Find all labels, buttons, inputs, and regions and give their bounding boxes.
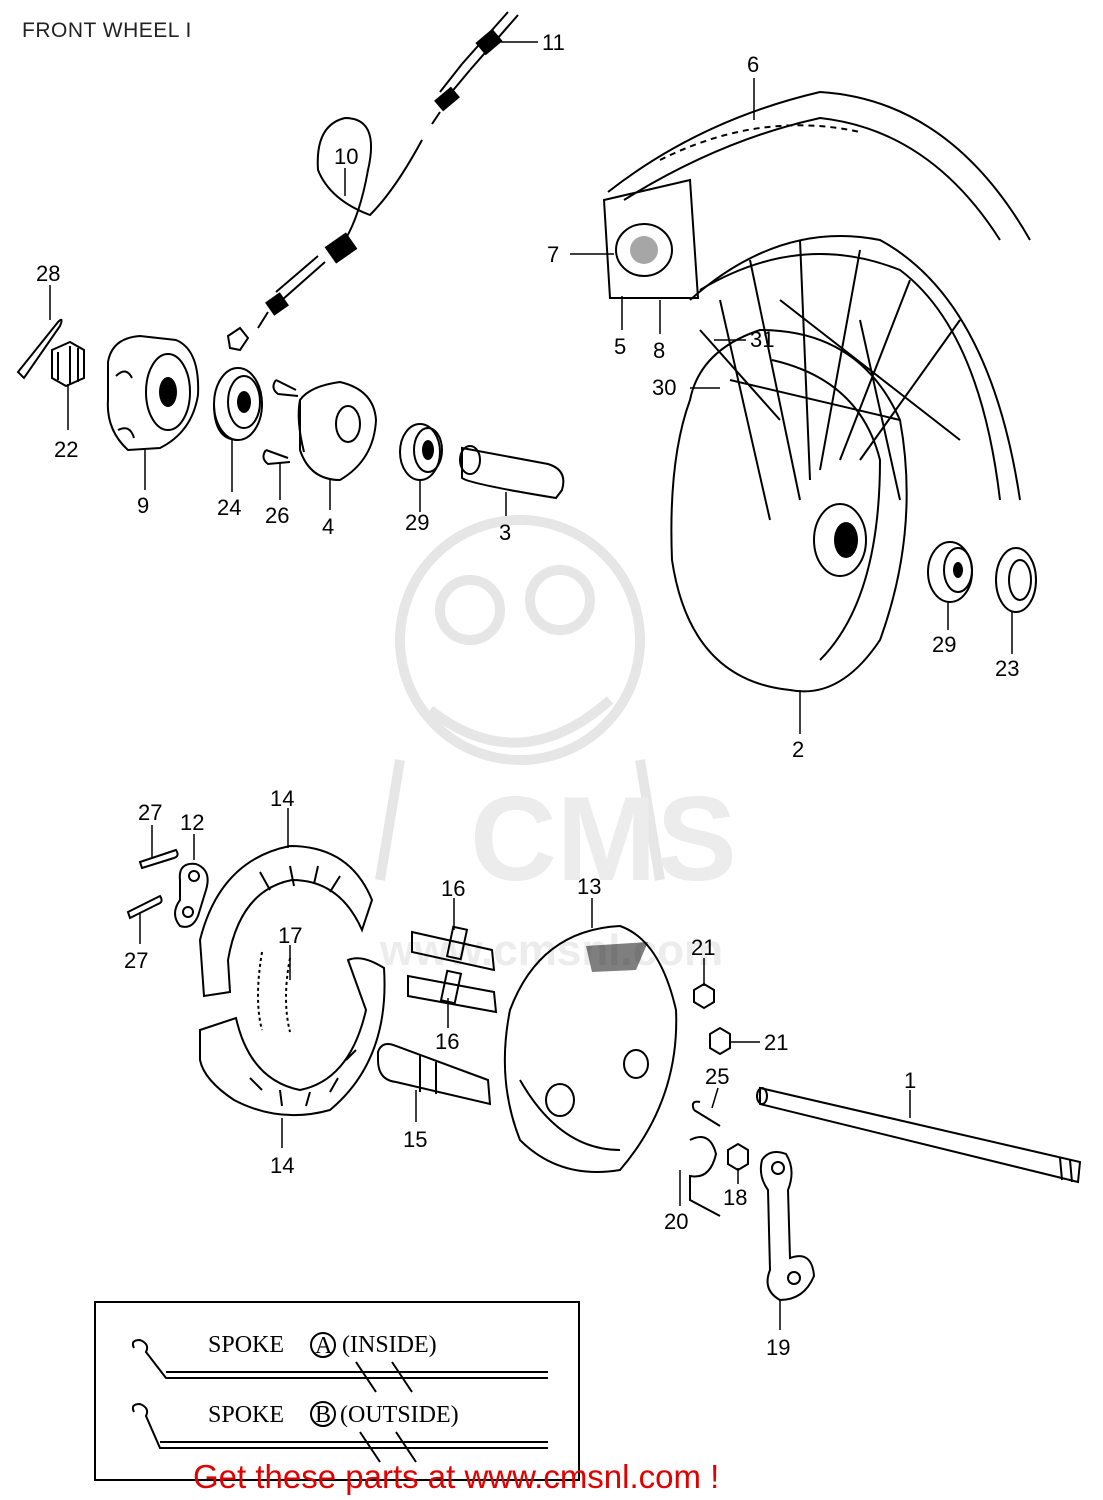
part-11-cable-end bbox=[431, 11, 519, 125]
part-label: 2 bbox=[792, 737, 804, 762]
part-3-spacer bbox=[459, 445, 565, 500]
spoke-b-prefix: SPOKE bbox=[208, 1402, 284, 1428]
legend-frame bbox=[94, 1301, 580, 1481]
leader-lines bbox=[49, 41, 1013, 1330]
part-label: 10 bbox=[334, 144, 358, 169]
part-1-axle bbox=[756, 1086, 1082, 1184]
part-label: 23 bbox=[995, 656, 1019, 681]
watermark-mascot bbox=[375, 515, 665, 881]
part-21-nut-lower bbox=[709, 1026, 731, 1056]
spoke-a-drawing bbox=[131, 1338, 548, 1379]
part-27-cotter-pin-lower bbox=[126, 894, 163, 920]
part-label: 24 bbox=[217, 495, 241, 520]
spoke-b-drawing bbox=[131, 1402, 548, 1449]
part-label: 21 bbox=[691, 935, 715, 960]
spoke-b-position: (OUTSIDE) bbox=[340, 1402, 459, 1428]
part-28-cotter-pin bbox=[16, 318, 63, 380]
part-23-oil-seal bbox=[995, 547, 1037, 613]
part-label: 14 bbox=[270, 1153, 294, 1178]
part-16-stud-upper bbox=[411, 925, 496, 972]
spoke-a-letter-circle bbox=[310, 1332, 336, 1358]
part-label: 17 bbox=[278, 923, 302, 948]
spoke-b-letter-circle bbox=[310, 1401, 336, 1427]
part-label: 29 bbox=[405, 510, 429, 535]
part-label: 5 bbox=[614, 334, 626, 359]
part-label: 18 bbox=[723, 1185, 747, 1210]
part-label: 14 bbox=[270, 786, 294, 811]
part-label: 19 bbox=[766, 1335, 790, 1360]
part-label: 26 bbox=[265, 503, 289, 528]
spoke-b-row: SPOKE B (OUTSIDE) bbox=[131, 1401, 548, 1449]
part-25-bolt bbox=[691, 1100, 721, 1127]
part-20-spring bbox=[689, 1136, 721, 1217]
part-number-labels: 11 10 28 22 9 24 26 4 29 3 6 7 5 8 30 31… bbox=[36, 30, 1019, 1360]
part-10-speedometer-cable bbox=[257, 116, 423, 329]
part-19-brake-arm bbox=[759, 1151, 816, 1302]
part-21-nut-upper bbox=[693, 982, 715, 1010]
part-label: 6 bbox=[747, 52, 759, 77]
part-label: 15 bbox=[403, 1127, 427, 1152]
part-label: 31 bbox=[750, 327, 774, 352]
part-13-link-plate bbox=[174, 862, 209, 928]
part-9-gearbox bbox=[106, 334, 200, 452]
part-label: 11 bbox=[542, 30, 565, 55]
part-22-castle-nut bbox=[51, 340, 85, 388]
part-14-brake-shoe-upper bbox=[198, 844, 374, 998]
part-17-springs bbox=[257, 951, 291, 1033]
part-label: 27 bbox=[124, 948, 148, 973]
part-label: 13 bbox=[577, 874, 601, 899]
part-18-nut bbox=[727, 1142, 749, 1172]
part-29-collar-left bbox=[399, 423, 443, 481]
part-label: 25 bbox=[705, 1064, 729, 1089]
cms-watermark: CMS www.cmsnl.com bbox=[375, 515, 737, 975]
watermark-logo: CMS bbox=[470, 772, 737, 906]
page-title: FRONT WHEEL I bbox=[22, 19, 192, 42]
part-27-cotter-pin-upper bbox=[138, 848, 179, 870]
part-29-collar-right bbox=[927, 541, 973, 603]
part-label: 28 bbox=[36, 261, 60, 286]
part-label: 9 bbox=[137, 493, 149, 518]
spoke-b-letter: B bbox=[315, 1402, 331, 1428]
part-label: 29 bbox=[932, 632, 956, 657]
part-label: 4 bbox=[322, 514, 334, 539]
part-label: 7 bbox=[547, 242, 559, 267]
spoke-a-prefix: SPOKE bbox=[208, 1332, 284, 1358]
part-2-hub bbox=[670, 239, 961, 693]
part-collar bbox=[226, 326, 250, 352]
part-16-stud-lower bbox=[407, 969, 498, 1014]
spoke-a-letter: A bbox=[315, 1333, 333, 1359]
part-label: 30 bbox=[652, 375, 676, 400]
footer-link[interactable]: Get these parts at www.cmsnl.com ! bbox=[193, 1458, 719, 1495]
part-label: 3 bbox=[499, 520, 511, 545]
spoke-legend: SPOKE A (INSIDE) SPOKE B (OUTSIDE) bbox=[94, 1301, 580, 1481]
part-label: 16 bbox=[441, 876, 465, 901]
part-4-retainer bbox=[297, 380, 378, 482]
legend-break-marks bbox=[355, 1361, 417, 1463]
spokes bbox=[699, 239, 961, 521]
part-label: 22 bbox=[54, 437, 78, 462]
part-24-bearing bbox=[213, 367, 263, 441]
part-15-brake-cam bbox=[377, 1043, 492, 1106]
part-label: 27 bbox=[138, 800, 162, 825]
part-label: 8 bbox=[653, 338, 665, 363]
spoke-a-position: (INSIDE) bbox=[342, 1332, 437, 1358]
spoke-a-row: SPOKE A (INSIDE) bbox=[131, 1332, 548, 1379]
part-label: 12 bbox=[180, 810, 204, 835]
part-14-brake-shoe-lower bbox=[199, 957, 386, 1117]
part-26-pins bbox=[262, 379, 299, 466]
part-12-brake-panel bbox=[503, 924, 678, 1173]
part-7-rim-section bbox=[602, 178, 700, 299]
part-label: 16 bbox=[435, 1029, 459, 1054]
part-label: 1 bbox=[904, 1068, 916, 1093]
part-6-tire bbox=[607, 90, 1031, 501]
part-label: 20 bbox=[664, 1209, 688, 1234]
part-label: 21 bbox=[764, 1030, 788, 1055]
